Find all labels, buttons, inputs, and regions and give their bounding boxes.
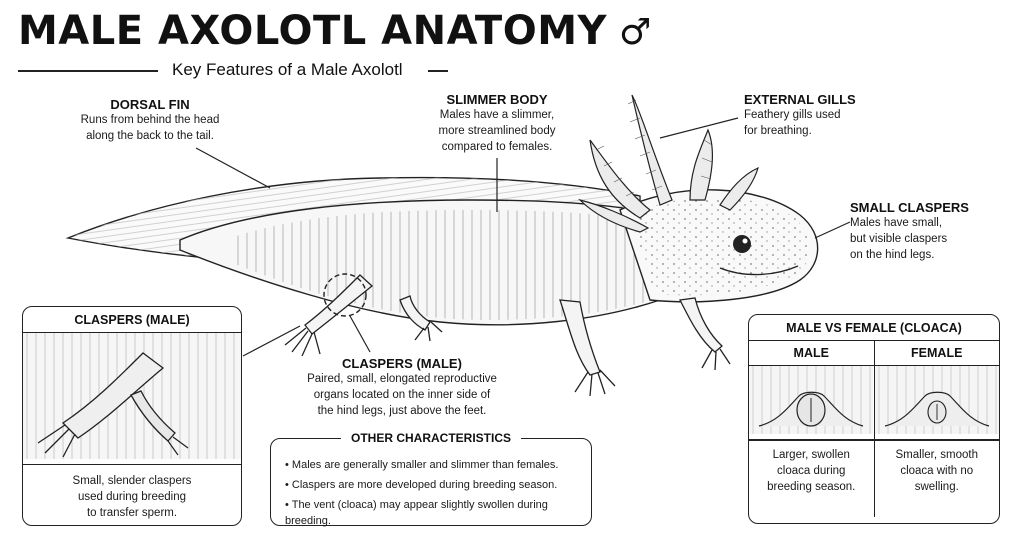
title-text: MALE AXOLOTL ANATOMY	[18, 8, 607, 54]
cloaca-female-illustration	[874, 366, 999, 435]
list-item: • Claspers are more developed during bre…	[285, 479, 558, 491]
list-item: • Males are generally smaller and slimme…	[285, 459, 559, 471]
label-external-gills-line: for breathing.	[744, 125, 812, 137]
claspers-inset-line: to transfer sperm.	[86, 507, 178, 520]
cloaca-comparison-box: MALE VS FEMALE (CLOACA) MALE Larger, swo…	[748, 314, 1000, 524]
claspers-inset-line: used during breeding	[77, 491, 187, 504]
cloaca-female-caption: Smaller, smooth cloaca with no swelling.	[875, 441, 1000, 495]
claspers-inset-title: CLASPERS (MALE)	[74, 313, 190, 327]
subtitle-rule	[18, 60, 448, 80]
claspers-inset-box: CLASPERS (MALE) Small, slender claspers …	[22, 306, 242, 526]
cloaca-female-line: cloaca with no	[900, 464, 974, 477]
label-claspers-male-title: CLASPERS (MALE)	[342, 356, 462, 371]
male-symbol-icon: ♂	[618, 12, 652, 53]
other-characteristics-title: OTHER CHARACTERISTICS	[341, 431, 521, 445]
cloaca-male-header: MALE	[793, 346, 829, 361]
cloaca-female-column: FEMALE Smaller, smooth cloaca with no sw…	[874, 341, 1000, 517]
list-item-text: The vent (cloaca) may appear slightly sw…	[285, 499, 548, 527]
cloaca-male-line: breeding season.	[767, 480, 856, 493]
clasper-closeup-illustration	[23, 333, 241, 460]
label-external-gills: EXTERNAL GILLS Feathery gills used for b…	[744, 92, 894, 139]
label-small-claspers-title: SMALL CLASPERS	[850, 200, 969, 215]
cloaca-male-illustration	[749, 366, 873, 435]
clasper-highlight-circle	[323, 273, 367, 317]
cloaca-female-header: FEMALE	[911, 346, 963, 361]
label-slimmer-body-line: compared to females.	[441, 141, 553, 153]
other-characteristics-box: OTHER CHARACTERISTICS • Males are genera…	[270, 431, 592, 529]
label-slimmer-body-line: Males have a slimmer,	[439, 109, 555, 121]
page-title: MALE AXOLOTL ANATOMY ♂	[18, 8, 652, 54]
eye	[733, 235, 751, 253]
cloaca-comparison-columns: MALE Larger, swollen cloaca during breed…	[749, 341, 1000, 518]
list-item-text: Males are generally smaller and slimmer …	[291, 459, 559, 471]
other-characteristics-list: • Males are generally smaller and slimme…	[285, 457, 585, 529]
claspers-inset-caption: Small, slender claspers used during bree…	[23, 465, 241, 521]
label-small-claspers-line: but visible claspers	[850, 233, 948, 245]
cloaca-male-caption: Larger, swollen cloaca during breeding s…	[749, 441, 874, 495]
cloaca-female-line: Smaller, smooth	[895, 448, 978, 461]
claspers-inset-line: Small, slender claspers	[72, 475, 192, 488]
label-dorsal-fin-line: Runs from behind the head	[80, 114, 220, 126]
external-gills	[578, 94, 759, 233]
label-dorsal-fin-title: DORSAL FIN	[110, 97, 190, 112]
page-subtitle: Key Features of a Male Axolotl	[172, 60, 403, 79]
label-external-gills-line: Feathery gills used	[744, 109, 841, 121]
label-slimmer-body-title: SLIMMER BODY	[446, 92, 548, 107]
label-dorsal-fin-line: along the back to the tail.	[86, 130, 214, 142]
cloaca-male-column: MALE Larger, swollen cloaca during breed…	[749, 341, 875, 518]
list-item: • The vent (cloaca) may appear slightly …	[285, 499, 548, 527]
label-external-gills-title: EXTERNAL GILLS	[744, 92, 856, 107]
list-item-text: Claspers are more developed during breed…	[291, 479, 558, 491]
label-small-claspers-line: on the hind legs.	[850, 249, 935, 261]
hind-leg	[284, 274, 443, 357]
label-claspers-male-line: Paired, small, elongated reproductive	[307, 373, 497, 385]
label-dorsal-fin: DORSAL FIN Runs from behind the head alo…	[50, 97, 250, 144]
label-slimmer-body-line: more streamlined body	[438, 125, 556, 137]
cloaca-male-line: cloaca during	[777, 464, 846, 477]
cloaca-male-line: Larger, swollen	[772, 448, 850, 461]
front-leg	[559, 297, 731, 397]
label-small-claspers-line: Males have small,	[850, 217, 943, 229]
cloaca-comparison-title: MALE VS FEMALE (CLOACA)	[786, 321, 962, 335]
label-claspers-male-line: the hind legs, just above the feet.	[317, 405, 487, 417]
label-claspers-male: CLASPERS (MALE) Paired, small, elongated…	[282, 356, 522, 419]
cloaca-female-line: swelling.	[914, 480, 959, 493]
label-claspers-male-line: organs located on the inner side of	[313, 389, 491, 401]
label-slimmer-body: SLIMMER BODY Males have a slimmer, more …	[422, 92, 572, 155]
label-small-claspers: SMALL CLASPERS Males have small, but vis…	[850, 200, 1010, 263]
